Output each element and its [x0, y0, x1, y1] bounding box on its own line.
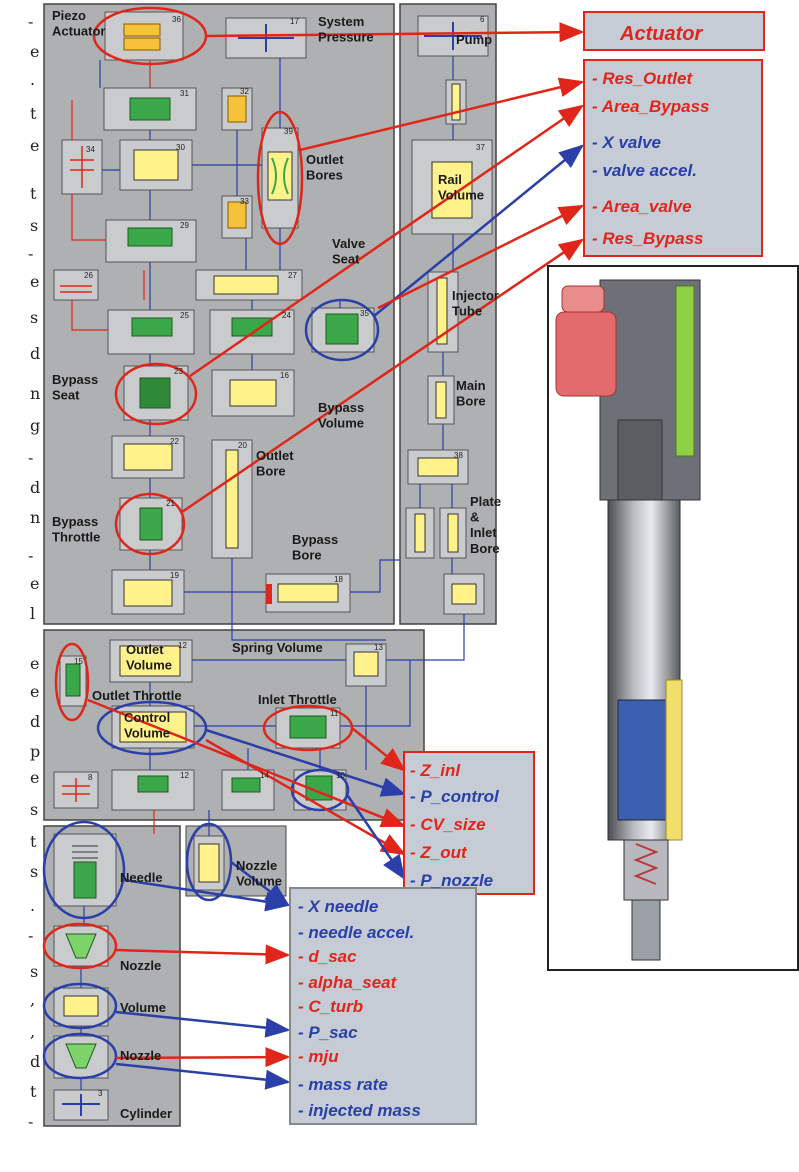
svg-text:22: 22 [170, 437, 179, 446]
svg-text:23: 23 [174, 367, 183, 376]
svg-text:27: 27 [288, 271, 297, 280]
param-actuator: Actuator [619, 23, 703, 45]
svg-text:24: 24 [282, 311, 291, 320]
label-main-bore: MainBore [456, 378, 486, 409]
svg-text:- P_control: - P_control [410, 787, 500, 806]
svg-text:- CV_size: - CV_size [410, 815, 486, 834]
label-cylinder: Cylinder [120, 1106, 172, 1121]
svg-text:35: 35 [360, 309, 369, 318]
label-plate-inlet-bore: Plate&InletBore [470, 494, 501, 556]
box-valve-params [584, 60, 762, 256]
label-volume: Volume [120, 1000, 166, 1015]
label-spring-volume: Spring Volume [232, 640, 323, 655]
svg-text:20: 20 [238, 441, 247, 450]
svg-text:- Z_inl: - Z_inl [410, 761, 461, 780]
label-nozzle1: Nozzle [120, 958, 161, 973]
svg-text:- P_nozzle: - P_nozzle [410, 871, 493, 890]
svg-text:- X needle: - X needle [298, 897, 378, 916]
svg-text:3: 3 [98, 1089, 103, 1098]
svg-text:33: 33 [240, 197, 249, 206]
label-nozzle-volume: NozzleVolume [236, 858, 282, 889]
svg-text:- Res_Outlet: - Res_Outlet [592, 69, 693, 88]
svg-text:34: 34 [86, 145, 95, 154]
svg-text:12: 12 [178, 641, 187, 650]
svg-text:- valve accel.: - valve accel. [592, 161, 697, 180]
svg-text:26: 26 [84, 271, 93, 280]
label-outlet-throttle: Outlet Throttle [92, 688, 182, 703]
label-pump: Pump [456, 32, 492, 47]
label-control-volume: ControlVolume [124, 710, 170, 741]
svg-text:36: 36 [172, 15, 181, 24]
label-needle: Needle [120, 870, 163, 885]
svg-text:13: 13 [374, 643, 383, 652]
injector-cross-section [548, 266, 798, 970]
svg-text:- d_sac: - d_sac [298, 947, 357, 966]
svg-text:19: 19 [170, 571, 179, 580]
svg-text:39: 39 [284, 127, 293, 136]
svg-text:21: 21 [166, 499, 175, 508]
svg-text:8: 8 [88, 773, 93, 782]
svg-text:14: 14 [260, 771, 269, 780]
label-nozzle2: Nozzle [120, 1048, 161, 1063]
svg-text:38: 38 [454, 451, 463, 460]
svg-text:10: 10 [336, 771, 345, 780]
svg-text:- C_turb: - C_turb [298, 997, 363, 1016]
svg-text:- Area_valve: - Area_valve [592, 197, 692, 216]
svg-text:- alpha_seat: - alpha_seat [298, 973, 398, 992]
svg-text:29: 29 [180, 221, 189, 230]
svg-text:- mass rate: - mass rate [298, 1075, 388, 1094]
svg-text:- injected mass: - injected mass [298, 1101, 421, 1120]
svg-text:30: 30 [176, 143, 185, 152]
svg-text:12: 12 [180, 771, 189, 780]
svg-text:11: 11 [330, 709, 339, 718]
label-outlet-bores: OutletBores [306, 152, 344, 183]
label-inlet-throttle: Inlet Throttle [258, 692, 337, 707]
svg-text:15: 15 [74, 657, 83, 666]
svg-text:- P_sac: - P_sac [298, 1023, 358, 1042]
svg-text:18: 18 [334, 575, 343, 584]
svg-text:37: 37 [476, 143, 485, 152]
svg-text:- Z_out: - Z_out [410, 843, 468, 862]
svg-text:6: 6 [480, 15, 485, 24]
svg-text:16: 16 [280, 371, 289, 380]
svg-text:32: 32 [240, 87, 249, 96]
svg-text:- Res_Bypass: - Res_Bypass [592, 229, 704, 248]
svg-text:25: 25 [180, 311, 189, 320]
label-bypass-volume: BypassVolume [318, 400, 364, 431]
svg-text:- Area_Bypass: - Area_Bypass [592, 97, 710, 116]
svg-text:17: 17 [290, 17, 299, 26]
svg-text:31: 31 [180, 89, 189, 98]
label-bypass-throttle: BypassThrottle [52, 514, 100, 545]
svg-text:- X valve: - X valve [592, 133, 661, 152]
svg-text:- needle accel.: - needle accel. [298, 923, 414, 942]
svg-text:- mju: - mju [298, 1047, 339, 1066]
